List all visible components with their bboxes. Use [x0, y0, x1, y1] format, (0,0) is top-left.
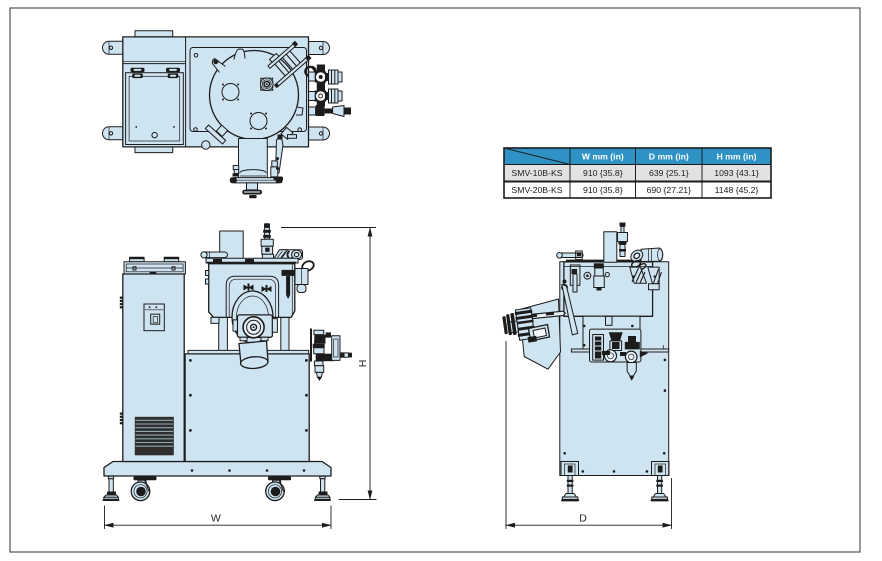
svg-text:D mm (in): D mm (in) — [649, 152, 689, 162]
svg-text:1148 {45.2}: 1148 {45.2} — [715, 185, 759, 195]
svg-text:SMV-10B-KS: SMV-10B-KS — [511, 168, 562, 178]
svg-text:1093 {43.1}: 1093 {43.1} — [714, 168, 759, 178]
svg-text:D: D — [579, 512, 587, 524]
svg-text:H mm (in): H mm (in) — [716, 152, 756, 162]
svg-text:SMV-20B-KS: SMV-20B-KS — [511, 185, 562, 195]
svg-text:639 {25.1}: 639 {25.1} — [649, 168, 689, 178]
svg-text:690 {27.21}: 690 {27.21} — [647, 185, 692, 195]
svg-text:910 {35.8}: 910 {35.8} — [583, 185, 623, 195]
svg-text:W: W — [211, 512, 221, 524]
svg-text:H: H — [357, 360, 369, 368]
svg-text:W mm (in): W mm (in) — [582, 152, 624, 162]
svg-text:910 {35.8}: 910 {35.8} — [583, 168, 623, 178]
